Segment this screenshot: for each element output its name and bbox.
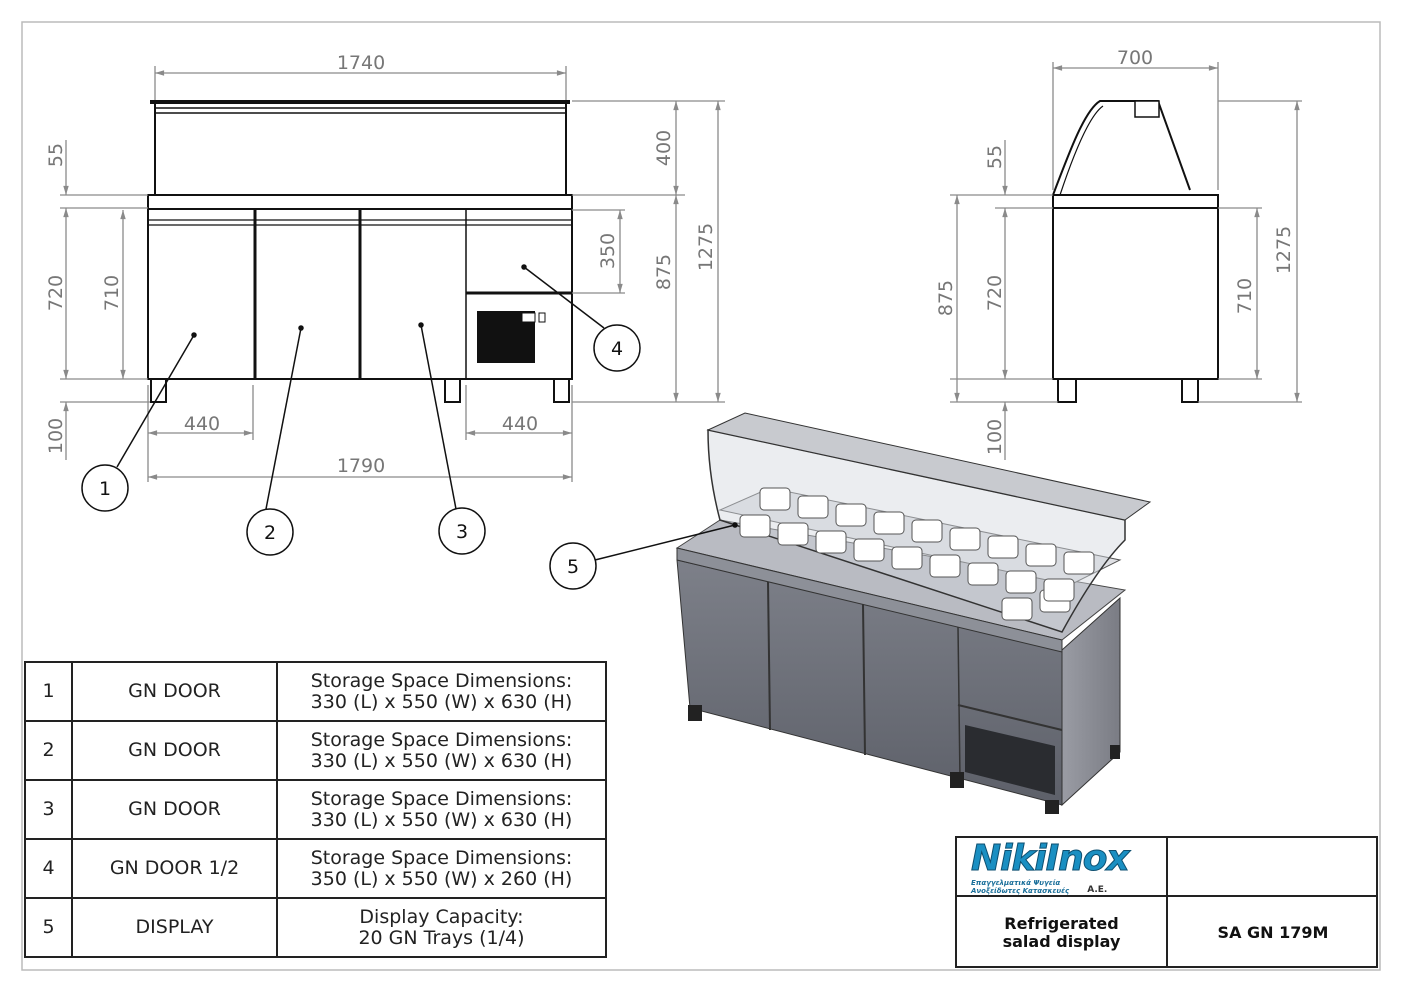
product-name: Refrigerated salad display (957, 897, 1168, 968)
dim-1275: 1275 (695, 223, 717, 271)
callout-2: 2 (264, 522, 276, 544)
side-dim-875: 875 (935, 280, 957, 316)
callout-1: 1 (99, 478, 111, 500)
side-dim-100: 100 (984, 419, 1006, 455)
desc-line2: 330 (L) x 550 (W) x 630 (H) (310, 749, 573, 772)
dim-400: 400 (653, 130, 675, 166)
desc-line1: Storage Space Dimensions: (310, 728, 573, 751)
sheet-border (21, 21, 1381, 971)
desc-line2: 350 (L) x 550 (W) x 260 (H) (310, 867, 573, 890)
parts-table: 1 GN DOOR Storage Space Dimensions:330 (… (24, 661, 607, 958)
table-row: 1 GN DOOR Storage Space Dimensions:330 (… (24, 661, 607, 722)
part-type: GN DOOR 1/2 (71, 838, 278, 899)
logo-subtitle-1: Επαγγελματικά Ψυγεία (971, 879, 1061, 887)
dim-350: 350 (597, 233, 619, 269)
logo-subtitle-2: Ανοξείδωτες Κατασκευές (971, 887, 1070, 895)
product-name-line2: salad display (1002, 931, 1121, 951)
logo-text: NikiInox (971, 838, 1131, 880)
desc-line1: Display Capacity: (359, 905, 524, 928)
part-type: DISPLAY (71, 897, 278, 958)
side-dim-700: 700 (1117, 47, 1153, 69)
side-view (1052, 100, 1219, 403)
dim-100: 100 (45, 418, 67, 454)
empty-cell (1168, 838, 1378, 897)
part-type: GN DOOR (71, 720, 278, 781)
desc-line2: 20 GN Trays (1/4) (358, 926, 525, 949)
part-number: 1 (24, 661, 73, 722)
part-number: 3 (24, 779, 73, 840)
table-row: 2 GN DOOR Storage Space Dimensions:330 (… (24, 720, 607, 781)
part-number: 2 (24, 720, 73, 781)
dim-720: 720 (45, 275, 67, 311)
part-number: 4 (24, 838, 73, 899)
part-type: GN DOOR (71, 779, 278, 840)
model-number: SA GN 179M (1217, 923, 1329, 942)
logo-suffix: A.E. (1087, 885, 1108, 895)
dim-440-left: 440 (184, 413, 220, 435)
product-name-line1: Refrigerated (1004, 913, 1119, 933)
part-number: 5 (24, 897, 73, 958)
desc-line2: 330 (L) x 550 (W) x 630 (H) (310, 808, 573, 831)
dim-710: 710 (101, 275, 123, 311)
callout-3: 3 (456, 521, 468, 543)
front-view (147, 100, 573, 403)
front-view-dimensions: 1740 55 720 710 100 400 350 875 1275 440… (45, 52, 725, 482)
dim-1740: 1740 (337, 52, 385, 74)
part-description: Display Capacity:20 GN Trays (1/4) (276, 897, 607, 958)
part-description: Storage Space Dimensions:330 (L) x 550 (… (276, 720, 607, 781)
part-description: Storage Space Dimensions:350 (L) x 550 (… (276, 838, 607, 899)
part-type: GN DOOR (71, 661, 278, 722)
table-row: 3 GN DOOR Storage Space Dimensions:330 (… (24, 779, 607, 840)
dim-440-right: 440 (502, 413, 538, 435)
side-dim-55: 55 (984, 145, 1006, 169)
side-dim-720: 720 (984, 275, 1006, 311)
table-row: 5 DISPLAY Display Capacity:20 GN Trays (… (24, 897, 607, 958)
dim-55: 55 (45, 143, 67, 167)
callout-4: 4 (611, 338, 623, 360)
table-row: 4 GN DOOR 1/2 Storage Space Dimensions:3… (24, 838, 607, 899)
part-description: Storage Space Dimensions:330 (L) x 550 (… (276, 779, 607, 840)
side-view-dimensions: 700 55 875 720 100 710 1275 (935, 47, 1302, 460)
part-description: Storage Space Dimensions:330 (L) x 550 (… (276, 661, 607, 722)
desc-line1: Storage Space Dimensions: (310, 846, 573, 869)
side-dim-710: 710 (1234, 278, 1256, 314)
isometric-render (675, 412, 1152, 814)
callouts (81, 264, 738, 590)
dim-875: 875 (653, 254, 675, 290)
desc-line1: Storage Space Dimensions: (310, 669, 573, 692)
desc-line1: Storage Space Dimensions: (310, 787, 573, 810)
callout-5: 5 (567, 556, 579, 578)
dim-1790: 1790 (337, 455, 385, 477)
desc-line2: 330 (L) x 550 (W) x 630 (H) (310, 690, 573, 713)
side-dim-1275: 1275 (1273, 226, 1295, 274)
